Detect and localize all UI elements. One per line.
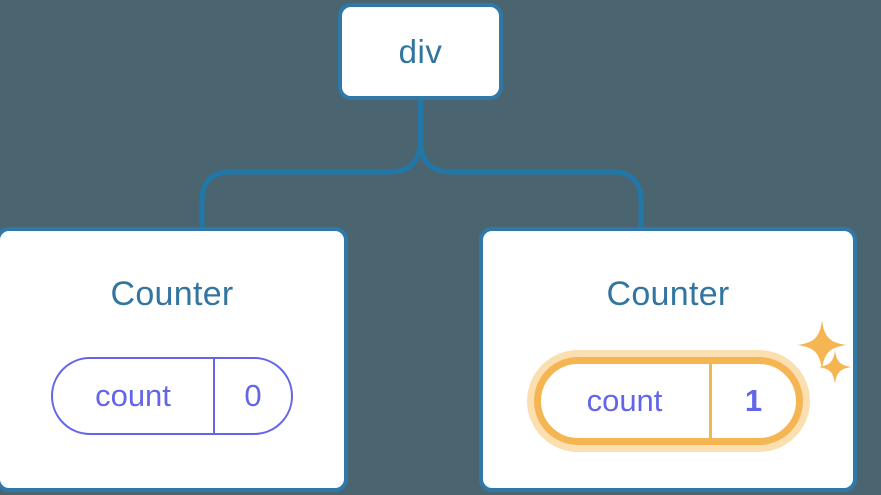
node-div-label: div: [398, 32, 443, 70]
state-pill-left[interactable]: count 0: [51, 357, 293, 435]
state-pill-wrap-left: count 0: [0, 357, 344, 435]
state-pill-left-key: count: [95, 378, 171, 413]
state-pill-wrap-right: count 1: [483, 357, 853, 445]
state-pill-right[interactable]: count 1: [533, 357, 803, 445]
state-pill-right-divider: [708, 364, 712, 438]
state-pill-right-key: count: [586, 383, 663, 418]
node-counter-right-title: Counter: [606, 275, 730, 313]
state-pill-right-value: 1: [744, 383, 763, 418]
node-counter-left[interactable]: Counter count 0: [0, 227, 348, 492]
node-counter-left-title: Counter: [110, 275, 234, 313]
state-pill-left-divider: [213, 359, 215, 433]
node-counter-right[interactable]: Counter count 1: [479, 227, 857, 492]
node-div[interactable]: div: [338, 3, 503, 100]
state-pill-left-value: 0: [244, 378, 262, 413]
